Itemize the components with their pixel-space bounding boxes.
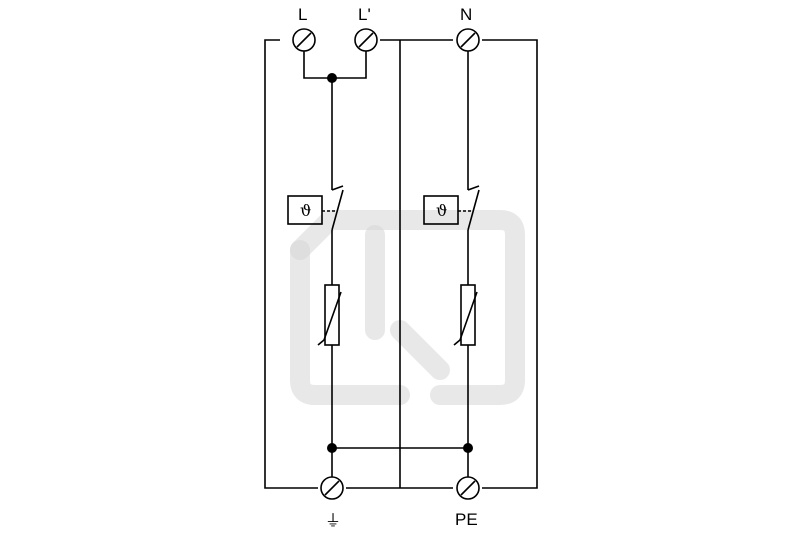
- terminal-l: [292, 28, 316, 52]
- label-l-prime: L': [358, 5, 371, 24]
- left-module-frame: [264, 39, 401, 489]
- label-n: N: [460, 5, 472, 24]
- terminal-n: [456, 28, 480, 52]
- thermal-symbol-left: ϑ: [300, 201, 311, 220]
- bottom-bus: [327, 443, 473, 477]
- earth-symbol-label: ⏚: [325, 511, 341, 530]
- label-pe: PE: [455, 510, 478, 529]
- thermal-disconnector-left: [287, 195, 323, 225]
- left-branch: [287, 78, 344, 448]
- label-l: L: [298, 5, 307, 24]
- thermal-symbol-right: ϑ: [436, 201, 447, 220]
- right-module-frame: [400, 39, 538, 489]
- right-branch: [423, 51, 480, 448]
- varistor-right: [460, 284, 476, 346]
- varistor-left: [324, 284, 340, 346]
- terminal-pe: [456, 476, 480, 500]
- terminal-l-prime: [354, 28, 378, 52]
- l-bridge-wire: [303, 51, 367, 83]
- thermal-disconnector-right: [423, 195, 459, 225]
- watermark: [290, 210, 525, 405]
- terminal-earth: [320, 476, 344, 500]
